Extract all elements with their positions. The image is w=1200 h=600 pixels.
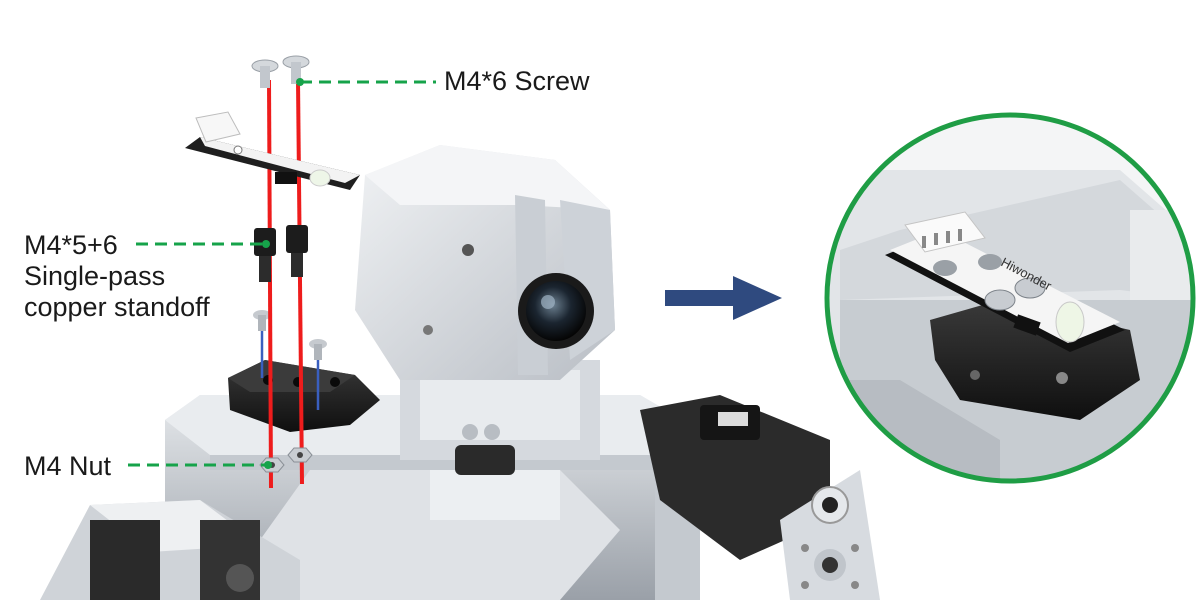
label-m4-nut: M4 Nut [24,451,111,482]
copper-standoff-left [254,228,276,282]
camera-pan-tilt [355,145,615,475]
label-standoff-material: copper standoff [24,292,210,322]
zoom-sensor-module: Hiwonder [885,211,1125,352]
exploded-parts [185,55,380,489]
zoom-detail: Hiwonder [824,112,1196,484]
copper-standoff-right [286,225,308,277]
callout-leaders [128,78,436,469]
label-copper-standoff: M4*5+6 Single-pass copper standoff [24,230,210,323]
m4-screw-right [282,55,310,84]
bracket-screw-left [253,310,271,378]
m4-screw-left [251,59,279,88]
sensor-module [185,111,360,190]
m4-nut-right [287,447,313,463]
label-m4-screw-text: M4*6 Screw [444,66,590,96]
result-arrow [665,276,782,320]
label-m4-screw: M4*6 Screw [444,66,590,97]
zoom-circle-border [824,112,1196,484]
label-standoff-type: Single-pass [24,261,166,291]
alignment-line-right [296,79,304,485]
label-m4-nut-text: M4 Nut [24,451,112,481]
bracket-screw-right [309,339,327,410]
alignment-line-left [267,79,273,489]
label-standoff-size: M4*5+6 [24,230,118,260]
